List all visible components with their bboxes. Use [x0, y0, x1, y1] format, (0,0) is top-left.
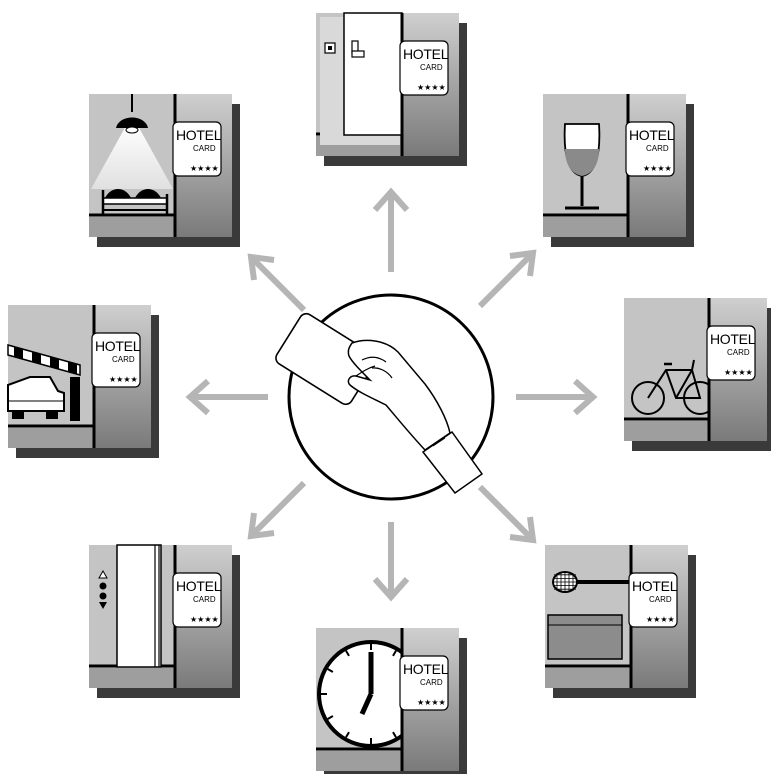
hotel-card-subtitle: CARD: [649, 595, 672, 604]
center-hand-card: [273, 295, 493, 499]
hotel-card-stars: ★★★★: [190, 615, 219, 624]
door-icon: [316, 13, 402, 156]
arrow-up-left: [251, 257, 304, 310]
hotel-card-stars: ★★★★: [417, 83, 446, 92]
car-barrier-icon: [8, 305, 94, 448]
hotel-card-stars: ★★★★: [646, 615, 675, 624]
tennis-racket-icon: [545, 545, 631, 688]
hotel-card-title: HOTEL: [632, 578, 678, 594]
hotel-card-stars: ★★★★: [724, 368, 753, 377]
hotel-card-subtitle: CARD: [420, 678, 443, 687]
hotel-card-title: HOTEL: [403, 661, 449, 677]
arrow-down-left: [251, 483, 304, 536]
arrow-down-right: [480, 487, 533, 540]
arrow-down: [375, 522, 407, 597]
hotel-card-subtitle: CARD: [646, 144, 669, 153]
arrow-right: [516, 381, 593, 413]
bicycle-icon: [624, 298, 716, 441]
hotel-card-stars: ★★★★: [417, 698, 446, 707]
arrow-up: [375, 192, 407, 272]
elevator-icon: [89, 545, 175, 688]
wine-glass-icon: [543, 94, 628, 237]
hotel-card-title: HOTEL: [629, 127, 675, 143]
hotel-card-subtitle: CARD: [420, 63, 443, 72]
hotel-card-title: HOTEL: [176, 578, 222, 594]
hotel-card-subtitle: CARD: [193, 595, 216, 604]
arrow-left: [190, 381, 268, 413]
hotel-card-title: HOTEL: [176, 127, 222, 143]
hotel-card-title: HOTEL: [710, 331, 756, 347]
hotel-card-subtitle: CARD: [193, 144, 216, 153]
hotel-card-stars: ★★★★: [109, 375, 138, 384]
lamp-bed-icon: [89, 94, 175, 237]
hotel-card-subtitle: CARD: [727, 348, 750, 357]
hotel-card-title: HOTEL: [95, 338, 141, 354]
hotel-card-title: HOTEL: [403, 46, 449, 62]
arrow-up-right: [480, 253, 533, 306]
hotel-card-subtitle: CARD: [112, 355, 135, 364]
hotel-card-stars: ★★★★: [190, 164, 219, 173]
hotel-card-stars: ★★★★: [643, 164, 672, 173]
